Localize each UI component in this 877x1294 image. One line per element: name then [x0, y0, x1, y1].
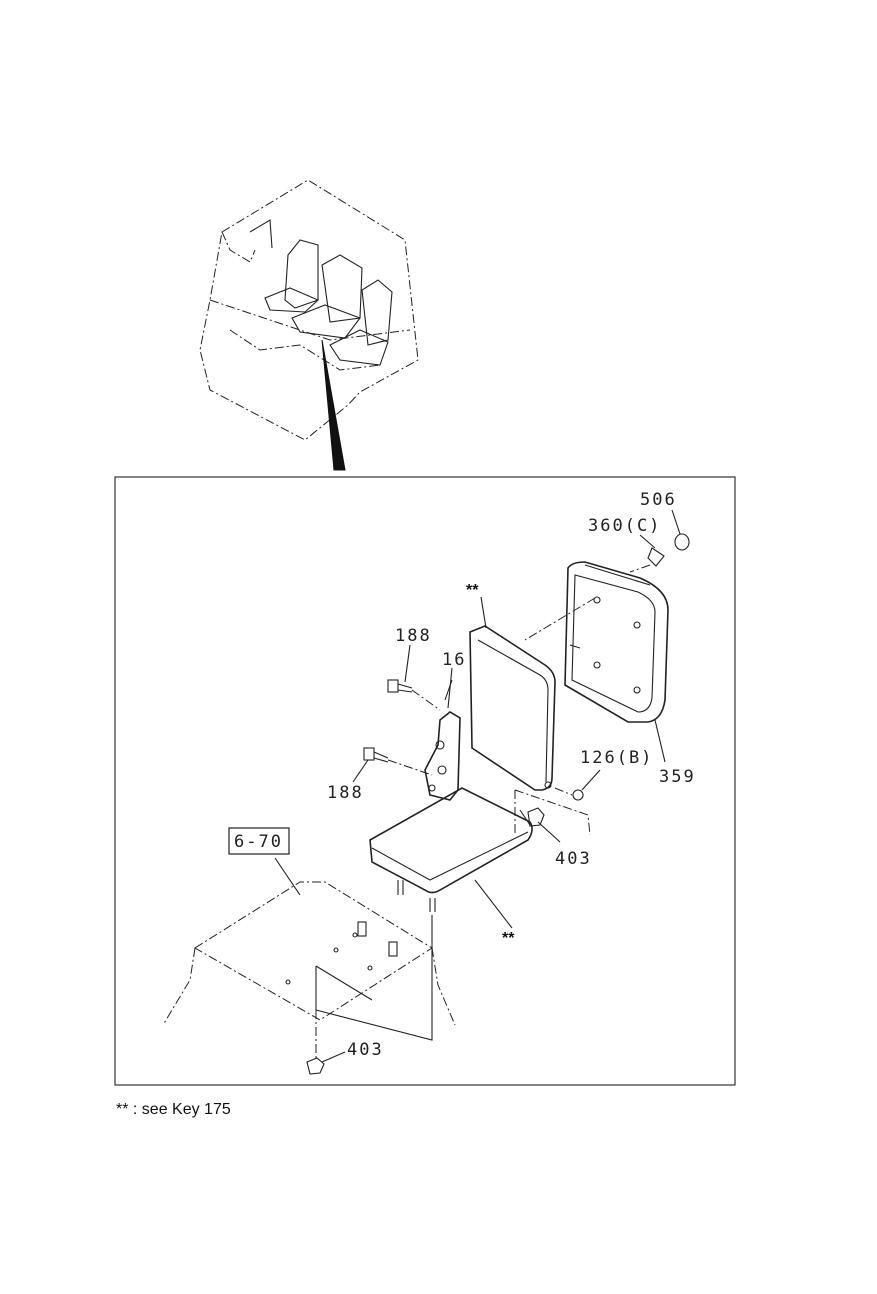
callout-506: 506	[640, 490, 677, 510]
seat-back-cushion	[469, 625, 556, 791]
nut-126b	[554, 787, 584, 801]
callout-188-bottom: 188	[327, 783, 364, 803]
callout-359: 359	[659, 767, 696, 787]
leader-lines	[274, 509, 681, 1063]
callout-6-70: 6-70	[234, 832, 283, 852]
detail-frame	[114, 476, 736, 1086]
callout-360c: 360(C)	[588, 516, 661, 536]
callout-6-70-box	[228, 827, 290, 855]
nut-403-right	[514, 789, 591, 836]
nut-403-bottom	[306, 1057, 325, 1075]
cab-floor-base	[162, 881, 456, 1060]
bolt-188-bottom	[363, 747, 433, 776]
seat-cushion	[369, 787, 533, 912]
hinge-bracket-16	[424, 679, 461, 801]
callout-126b: 126(B)	[580, 748, 653, 768]
washer-506	[674, 533, 690, 551]
cab-overview-illustration	[199, 179, 419, 471]
callout-16: 16	[442, 650, 466, 670]
callout-188-top: 188	[395, 626, 432, 646]
bolt-360c	[524, 547, 665, 641]
bolt-188-top	[387, 679, 441, 711]
callout-star-back: **	[466, 582, 479, 599]
callout-403-right: 403	[555, 849, 592, 869]
callout-star-seat: **	[502, 930, 515, 947]
seat-back-cover-359	[564, 561, 669, 723]
callout-403-bottom: 403	[347, 1040, 384, 1060]
footnote: ** : see Key 175	[116, 1101, 231, 1118]
